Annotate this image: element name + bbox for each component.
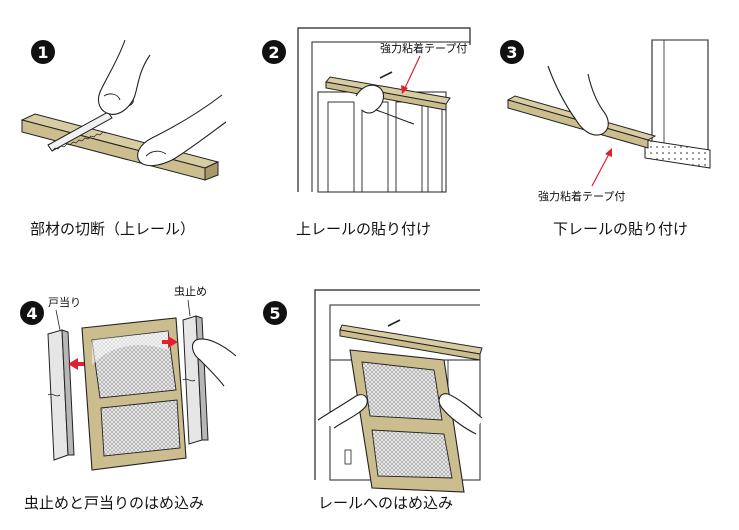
step2-top-rail [325, 76, 451, 111]
step4-insect-stop-strip [182, 315, 209, 445]
step4-insect-stop-label: 虫止め [174, 285, 207, 298]
step3-hand [547, 65, 609, 136]
step3-tape-callout: 強力粘着テープ付 [538, 190, 626, 203]
step5-caption: レールへのはめ込み [318, 494, 454, 512]
step2-tape-callout: 強力粘着テープ付 [380, 42, 468, 55]
step4-door-stop-strip [47, 329, 75, 461]
step2-pointer-arrow [403, 55, 421, 91]
step3-window-frame [644, 39, 711, 169]
step4-door-stop-label: 戸当り [48, 296, 81, 309]
step4-arrow-right [162, 336, 178, 348]
step3-caption: 下レールの貼り付け [553, 220, 689, 238]
step2-hand [355, 84, 415, 125]
step5-illustration [314, 289, 483, 493]
step4-hand [191, 338, 237, 387]
step4-caption: 虫止めと戸当りのはめ込み [24, 494, 205, 512]
step5-top-rail [339, 324, 483, 361]
step5-left-hand [317, 394, 368, 429]
step1-illustration [20, 39, 227, 181]
step2-illustration [297, 27, 471, 193]
step5-right-hand [438, 393, 483, 435]
step1-right-hand [97, 39, 151, 115]
step4-screen-frame [81, 317, 187, 471]
step4-number-badge: 4 [20, 301, 44, 325]
step1-number-badge: 1 [31, 40, 55, 64]
step3-number-badge: 3 [500, 40, 524, 64]
step3-pointer-arrow [591, 151, 611, 187]
step5-screen-frame [349, 349, 465, 493]
step1-left-hand [137, 94, 227, 167]
step1-caption: 部材の切断（上レール） [30, 220, 196, 238]
step5-number-badge: 5 [263, 301, 287, 325]
step3-illustration [506, 39, 711, 187]
step2-window-frame [297, 27, 471, 193]
step2-caption: 上レールの貼り付け [296, 220, 432, 238]
step2-number-badge: 2 [262, 40, 286, 64]
step4-arrow-left [68, 358, 84, 370]
step4-illustration [47, 299, 237, 471]
